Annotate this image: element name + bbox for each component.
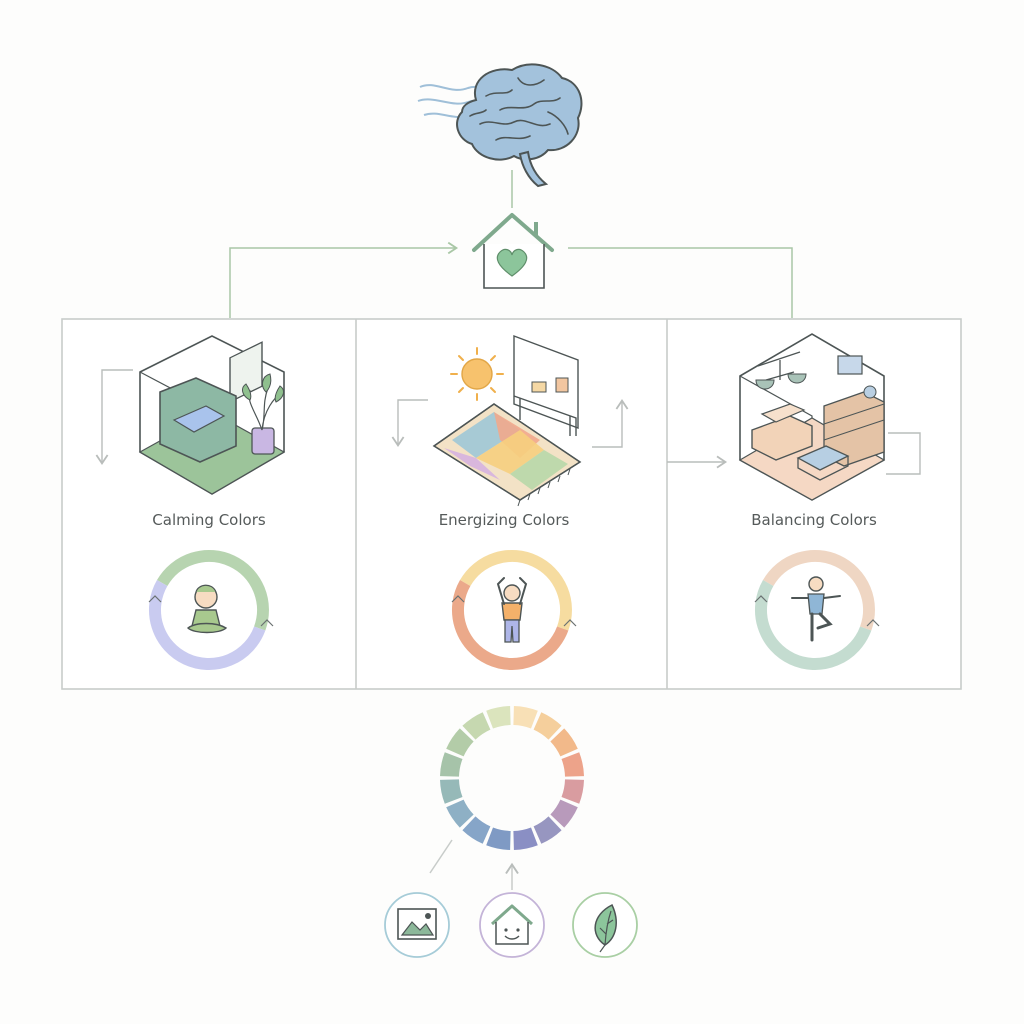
smiling-house-icon <box>479 892 545 958</box>
calming-room-illustration <box>138 335 286 495</box>
ring-balancing-segment-2 <box>754 580 872 670</box>
leaf-icon <box>572 892 638 958</box>
ring-calming-chevron-2 <box>260 619 274 627</box>
panel-label-energizing: Energizing Colors <box>438 511 570 529</box>
panel-rings <box>148 550 880 670</box>
color-wheel-segment <box>550 728 578 757</box>
panel-label-calming: Calming Colors <box>152 511 266 529</box>
house-heart-icon <box>472 213 554 289</box>
ring-energizing-chevron-1 <box>451 595 465 603</box>
color-wheel-segment <box>462 712 491 740</box>
ring-balancing-segment-1 <box>763 550 875 631</box>
connector-lines <box>229 170 793 890</box>
ring-calming <box>148 550 274 670</box>
color-wheel-segment <box>513 827 538 850</box>
color-wheel-segment <box>513 706 538 729</box>
energizing-room-illustration <box>432 334 582 507</box>
color-wheel-segment <box>533 816 562 844</box>
color-wheel-segment <box>486 706 511 729</box>
balancing-person-icon <box>791 576 841 642</box>
ring-calming-segment-1 <box>157 550 269 631</box>
brain-icon <box>417 63 583 188</box>
color-wheel-segment <box>440 779 463 804</box>
panel-label-balancing: Balancing Colors <box>751 511 877 529</box>
color-wheel <box>440 706 584 850</box>
color-wheel-segment <box>446 799 474 828</box>
ring-energizing-segment-1 <box>460 550 572 631</box>
panel-flow-arrows <box>95 369 921 475</box>
balancing-room-illustration <box>738 333 886 501</box>
color-wheel-segment <box>533 712 562 740</box>
ring-calming-chevron-1 <box>148 595 162 603</box>
color-wheel-segment <box>561 779 584 804</box>
color-wheel-segment <box>440 752 463 777</box>
ring-balancing-chevron-1 <box>754 595 768 603</box>
color-wheel-segment <box>486 827 511 850</box>
color-wheel-segment <box>550 799 578 828</box>
color-wheel-segment <box>561 752 584 777</box>
ring-calming-segment-2 <box>148 580 266 670</box>
ring-balancing <box>754 550 880 670</box>
ring-energizing-segment-2 <box>451 580 569 670</box>
stretching-person-icon <box>496 577 528 643</box>
ring-balancing-chevron-2 <box>866 619 880 627</box>
ring-energizing-chevron-2 <box>563 619 577 627</box>
meditating-child-icon <box>186 584 228 634</box>
color-wheel-segment <box>446 728 474 757</box>
color-wheel-segment <box>462 816 491 844</box>
ring-energizing <box>451 550 577 670</box>
landscape-picture-icon <box>384 892 450 958</box>
